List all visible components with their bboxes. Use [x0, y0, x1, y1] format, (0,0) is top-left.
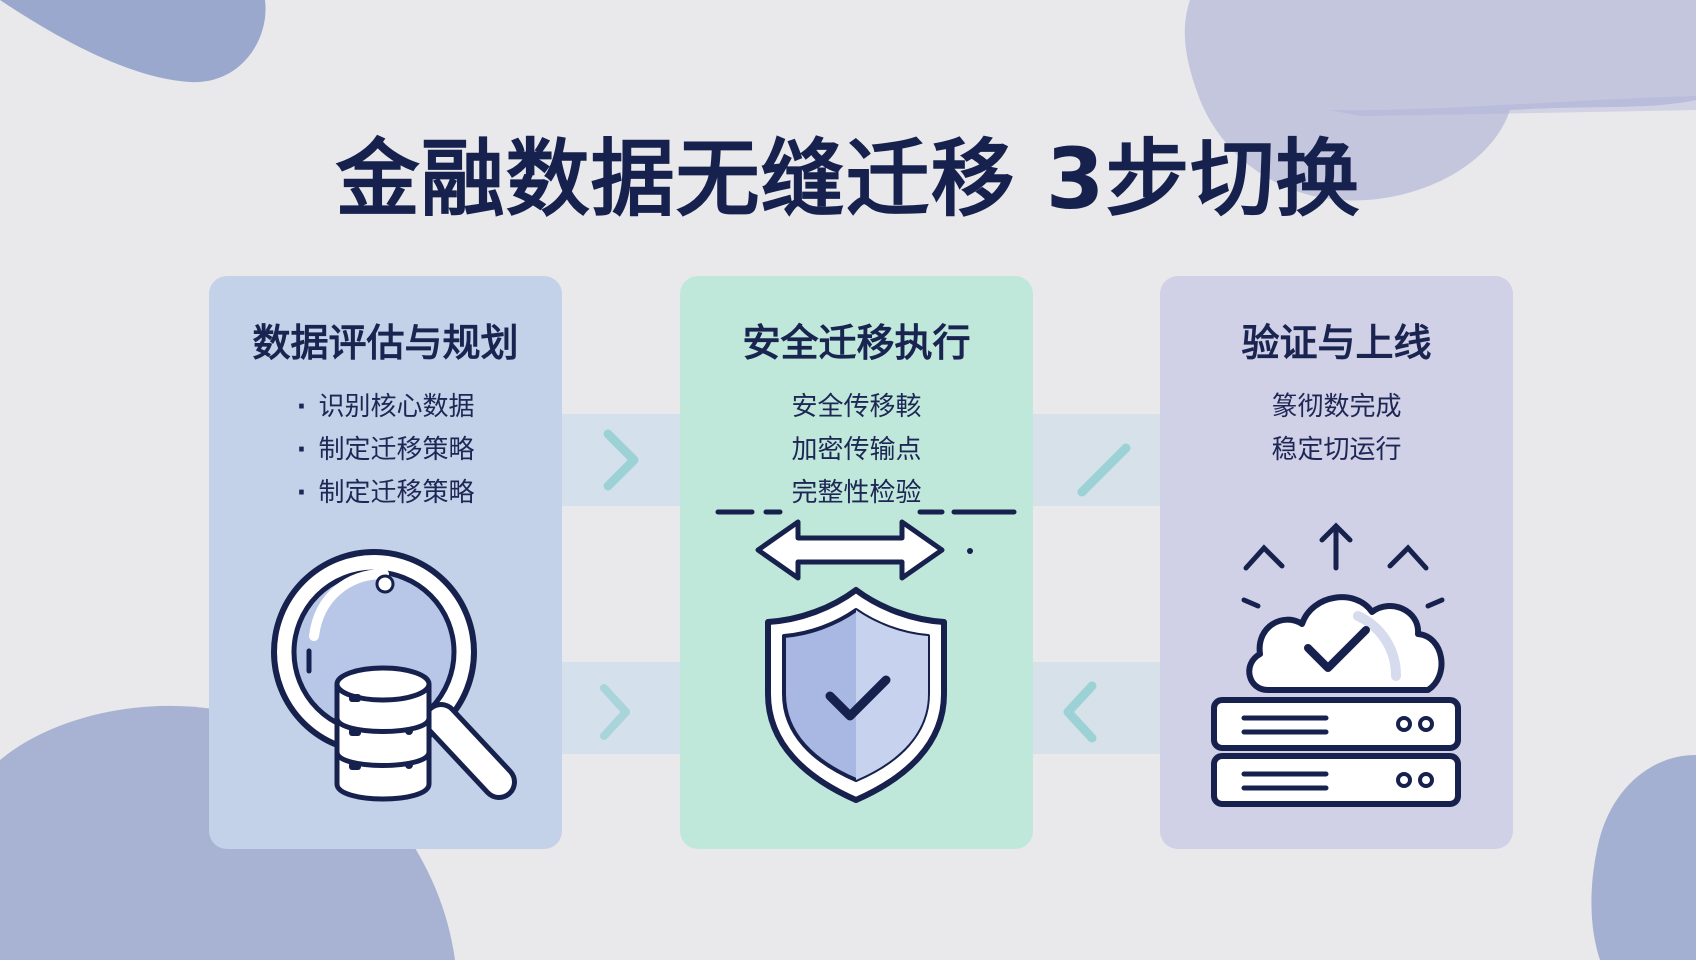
- connector-band-upper-right: [1020, 414, 1170, 506]
- list-item: 制定迁移策略: [209, 472, 562, 515]
- shield-check-icon: [715, 509, 1017, 803]
- list-item: 制定迁移策略: [209, 429, 562, 472]
- list-item: 稳定切运行: [1271, 435, 1402, 465]
- chevron-right-icon: [603, 429, 639, 491]
- chevron-left-icon: [1063, 681, 1097, 743]
- connector-band-upper-left: [550, 414, 690, 506]
- step-title: 数据评估与规划: [252, 321, 519, 365]
- cloud-server-icon: [1211, 522, 1461, 807]
- step-list: 篆彻数完成 稳定切运行: [1160, 386, 1513, 472]
- decor-blob-top-left: [0, 0, 266, 83]
- magnifier-database-icon: [271, 549, 517, 802]
- list-item: 完整性检验: [791, 478, 922, 508]
- page-title: 金融数据无缝迁移 3步切换: [335, 130, 1361, 228]
- list-item: 加密传输点: [791, 435, 922, 465]
- list-item: 识别核心数据: [209, 386, 562, 429]
- step-title: 验证与上线: [1241, 321, 1432, 365]
- step-card-verify: 验证与上线 篆彻数完成 稳定切运行: [1160, 276, 1513, 849]
- step-card-assess: 数据评估与规划 识别核心数据 制定迁移策略 制定迁移策略: [209, 276, 562, 849]
- step-card-migrate: 安全迁移执行 安全传移輆 加密传输点 完整性检验: [680, 276, 1033, 849]
- chevron-up-right-icon: [1077, 443, 1131, 497]
- list-item: 篆彻数完成: [1271, 392, 1402, 422]
- decor-blob-bottom-right: [1591, 755, 1696, 960]
- decor-blob-top-right: [1184, 0, 1696, 201]
- step-title: 安全迁移执行: [742, 321, 971, 365]
- step-list: 安全传移輆 加密传输点 完整性检验: [680, 386, 1033, 515]
- step-list: 识别核心数据 制定迁移策略 制定迁移策略: [209, 386, 562, 515]
- chevron-right-icon: [600, 684, 630, 740]
- list-item: 安全传移輆: [791, 392, 922, 422]
